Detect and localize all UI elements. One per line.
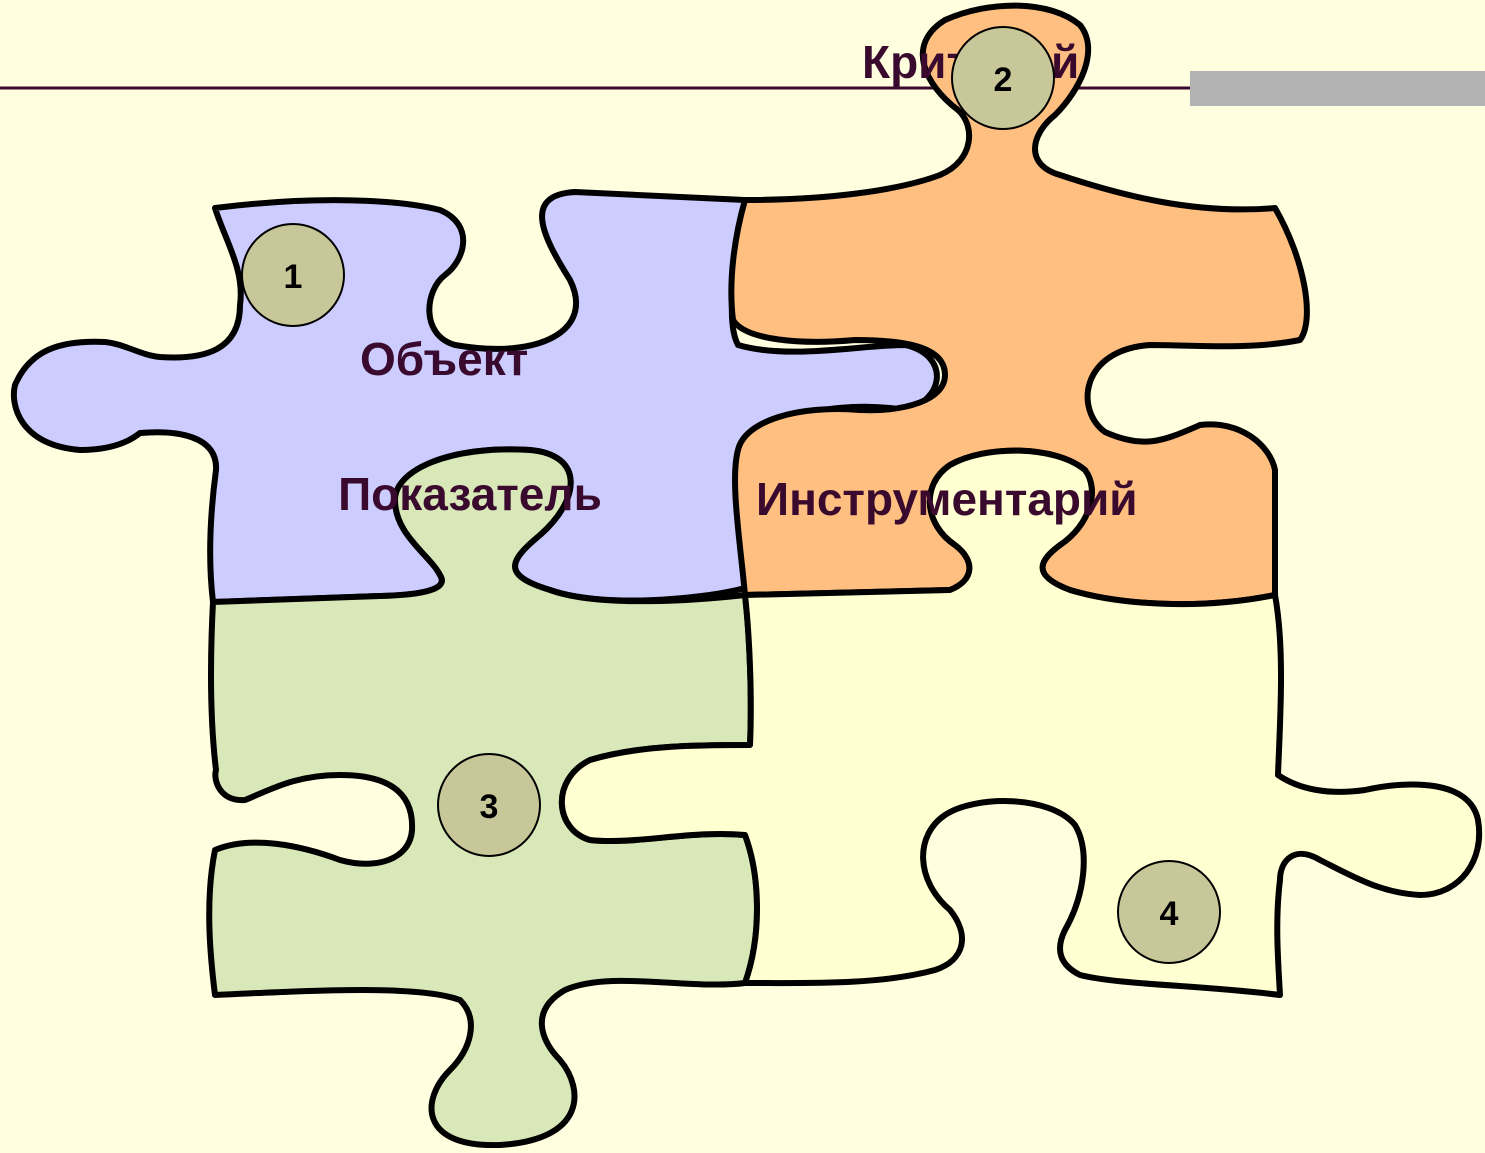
puzzle-piece-2 [728, 2, 1310, 608]
header-accent-bar [1190, 71, 1485, 106]
number-badge-2: 2 [951, 26, 1055, 130]
badge-number-1: 1 [284, 258, 303, 296]
number-badge-1: 1 [241, 223, 345, 327]
number-badge-4: 4 [1117, 860, 1221, 964]
puzzle-piece-4 [558, 447, 1483, 998]
piece-label-4: Инструментарий [756, 473, 1138, 525]
piece-label-1: Объект [360, 333, 528, 385]
number-badge-3: 3 [437, 753, 541, 857]
badge-number-4: 4 [1160, 895, 1179, 933]
badge-number-3: 3 [480, 788, 499, 826]
piece-label-3: Показатель [338, 468, 602, 520]
badge-number-2: 2 [994, 61, 1013, 99]
